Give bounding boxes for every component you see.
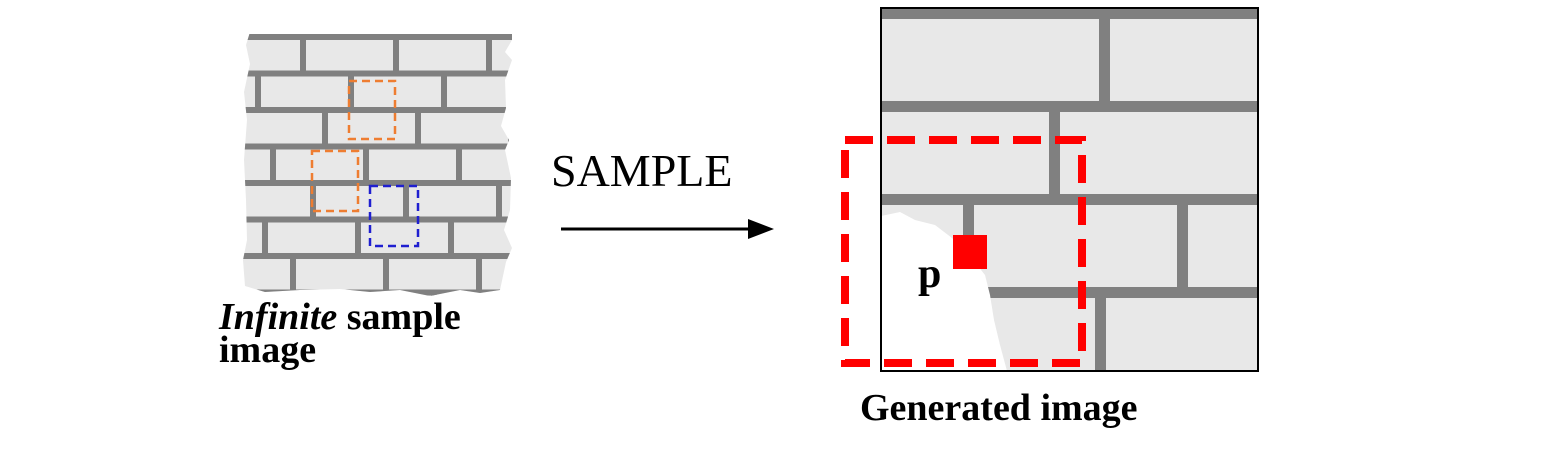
sample-image-caption: Infinite sample image [219,298,461,369]
sample-window-blue [368,184,420,248]
sample-window-orange-2 [310,149,360,213]
mortar-joint [1095,287,1106,371]
neighborhood-window-red [841,136,1086,367]
mortar-joint [255,70,261,107]
mortar-joint [310,180,316,217]
infinite-sample-image [243,34,512,296]
generated-image [881,8,1258,371]
mortar-joint [348,70,354,107]
mortar-line [881,194,1258,205]
mortar-joint [355,216,361,253]
sample-arrow-head [748,219,774,239]
mortar-joint [270,143,276,180]
arrow-label: SAMPLE [551,145,733,196]
pixel-p-marker [953,235,987,269]
mortar-line [881,101,1258,112]
mortar-line [243,143,512,150]
mortar-joint [415,107,421,144]
mortar-joint [1049,101,1060,194]
mortar-line [243,34,512,40]
generated-image-frame [880,7,1259,372]
caption-rest: sample [346,296,461,338]
mortar-joint [383,253,389,290]
mortar-joint [262,216,268,253]
mortar-joint [300,34,306,71]
mortar-joint [456,143,462,180]
mortar-joint [496,180,502,217]
mortar-joint [441,70,447,107]
mortar-joint [403,180,409,217]
caption-italic-word: Infinite [219,296,338,338]
pixel-p-label: p [918,251,942,297]
mortar-line [243,180,512,186]
mortar-joint [448,216,454,253]
mortar-line [243,289,512,296]
mortar-joint [431,289,437,296]
mortar-joint [1177,194,1188,287]
mortar-line [881,8,1258,19]
mortar-joint [486,34,492,71]
mortar-line [881,287,1258,298]
unfilled-region [881,212,1007,371]
mortar-joint [290,253,296,290]
mortar-joint [393,34,399,71]
mortar-line [243,70,512,77]
mortar-joint [363,143,369,180]
generated-image-caption: Generated image [860,387,1138,429]
mortar-line [243,216,512,223]
caption-line2: image [219,329,317,371]
brick-background [243,34,512,296]
mortar-line [243,107,512,113]
mortar-line [243,253,512,259]
mortar-joint [322,107,328,144]
mortar-joint [1099,8,1110,101]
mortar-joint [476,253,482,290]
mortar-joint [508,107,512,144]
